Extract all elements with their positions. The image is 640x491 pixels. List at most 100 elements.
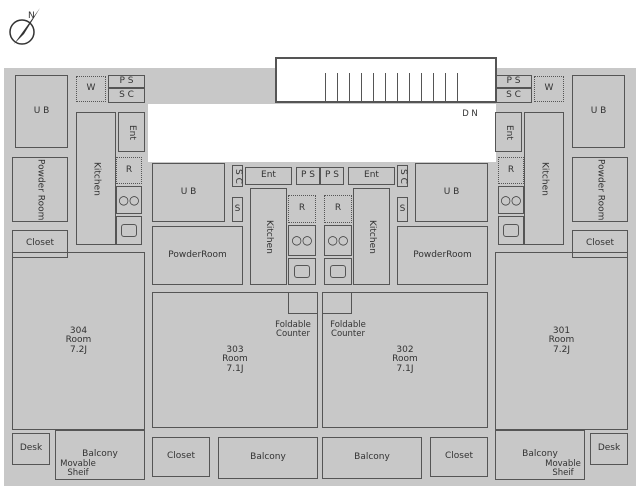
pipe-space: P S xyxy=(495,75,532,88)
unit-number: 303 xyxy=(226,344,244,355)
entrance-label: Ent xyxy=(127,124,138,140)
washer-space: W xyxy=(534,76,564,102)
balcony-label: Balcony xyxy=(250,452,286,463)
unit-bathroom-label: U B xyxy=(180,186,197,197)
foldable-counter xyxy=(288,292,318,314)
stairs-down-label: D N xyxy=(462,109,478,119)
balcony: Balcony xyxy=(218,437,318,479)
powder-room: PowderRoom xyxy=(397,226,488,285)
washer-space-label: W xyxy=(544,83,554,94)
kitchen-label: Kitchen xyxy=(539,161,550,196)
stair-step xyxy=(349,73,350,103)
closet: Closet xyxy=(572,230,628,258)
unit-size: 7.1J xyxy=(226,363,244,374)
stair-step xyxy=(445,73,446,103)
sink-icon xyxy=(288,258,316,285)
pipe-space: P S xyxy=(108,75,145,88)
closet-label: Closet xyxy=(585,238,615,249)
desk: Desk xyxy=(12,433,50,465)
washer-space: W xyxy=(76,76,106,102)
kitchen-label: Kitchen xyxy=(264,219,275,254)
balcony-label: Balcony xyxy=(354,452,390,463)
stove-icon: ○○ xyxy=(116,186,142,214)
unit-number: 304 xyxy=(69,325,88,336)
stove-icon: ○○ xyxy=(498,186,524,214)
entrance: Ent xyxy=(495,112,522,152)
powder-room-label: PowderRoom xyxy=(413,249,472,260)
storage-cabinet: S C xyxy=(495,88,532,103)
desk-label: Desk xyxy=(597,443,621,454)
balcony-label: Balcony xyxy=(82,449,118,460)
closet: Closet xyxy=(12,230,68,258)
storage-cabinet: S C xyxy=(232,165,243,187)
storage-cabinet-label: S C xyxy=(233,168,244,184)
fridge-space: R xyxy=(116,157,142,184)
sink-icon xyxy=(498,216,524,245)
entrance: Ent xyxy=(348,167,395,185)
fridge-space-label: R xyxy=(507,164,515,175)
entrance-label: Ent xyxy=(261,170,276,181)
stove-icon: ○○ xyxy=(324,225,352,256)
shoe-storage-label: S xyxy=(234,203,241,214)
sink-icon xyxy=(324,258,352,285)
unit-size: 7.2J xyxy=(70,344,87,355)
movable-shelf-label: Movable Sheif xyxy=(60,459,96,478)
desk-label: Desk xyxy=(19,443,43,454)
closet-label: Closet xyxy=(444,451,474,462)
unit-bathroom: U B xyxy=(572,75,625,148)
stair-step xyxy=(325,73,326,103)
staircase xyxy=(275,57,497,103)
unit-size: 7.1J xyxy=(396,363,414,374)
entrance: Ent xyxy=(245,167,292,185)
fridge-space-label: R xyxy=(334,203,342,214)
kitchen: Kitchen xyxy=(353,188,390,285)
stair-step xyxy=(361,73,362,103)
foldable-counter-label: Foldable Counter xyxy=(275,320,311,339)
fridge-space: R xyxy=(498,157,524,184)
kitchen: Kitchen xyxy=(76,112,116,245)
closet-label: Closet xyxy=(25,238,55,249)
sink-icon xyxy=(116,216,142,245)
storage-cabinet-label: S C xyxy=(506,89,521,100)
kitchen: Kitchen xyxy=(524,112,564,245)
powder-room-label: Powder Room xyxy=(35,158,46,221)
kitchen-label: Kitchen xyxy=(91,161,102,196)
movable-shelf-label: Movable Sheif xyxy=(545,459,581,478)
stair-step xyxy=(433,73,434,103)
unit-bathroom-label: U B xyxy=(590,105,607,116)
stove-icon: ○○ xyxy=(288,225,316,256)
entrance: Ent xyxy=(118,112,145,152)
stair-step xyxy=(421,73,422,103)
washer-space-label: W xyxy=(86,83,96,94)
stair-step xyxy=(409,73,410,103)
closet: Closet xyxy=(152,437,210,477)
balcony: Balcony xyxy=(55,430,145,480)
pipe-space-label: P S xyxy=(324,170,339,181)
fridge-space-label: R xyxy=(298,203,306,214)
fridge-space: R xyxy=(288,195,316,223)
stair-step xyxy=(337,73,338,103)
unit-room: Room xyxy=(392,354,418,365)
powder-room-label: Powder Room xyxy=(595,158,606,221)
storage-cabinet-label: S C xyxy=(398,168,409,184)
fridge-space: R xyxy=(324,195,352,223)
unit-size: 7.2J xyxy=(553,344,570,355)
entrance-label: Ent xyxy=(504,124,515,140)
balcony: Balcony xyxy=(495,430,585,480)
desk: Desk xyxy=(590,433,628,465)
fridge-space-label: R xyxy=(125,164,133,175)
storage-cabinet-label: S C xyxy=(119,89,134,100)
north-arrow-icon: N xyxy=(9,8,40,45)
unit-room: Room xyxy=(222,354,248,365)
unit-room: Room xyxy=(65,335,92,346)
shoe-storage: S xyxy=(232,197,243,222)
unit-bathroom: U B xyxy=(15,75,68,148)
svg-text:N: N xyxy=(28,11,35,21)
kitchen-label: Kitchen xyxy=(367,219,378,254)
foldable-counter xyxy=(322,292,352,314)
kitchen: Kitchen xyxy=(250,188,287,285)
